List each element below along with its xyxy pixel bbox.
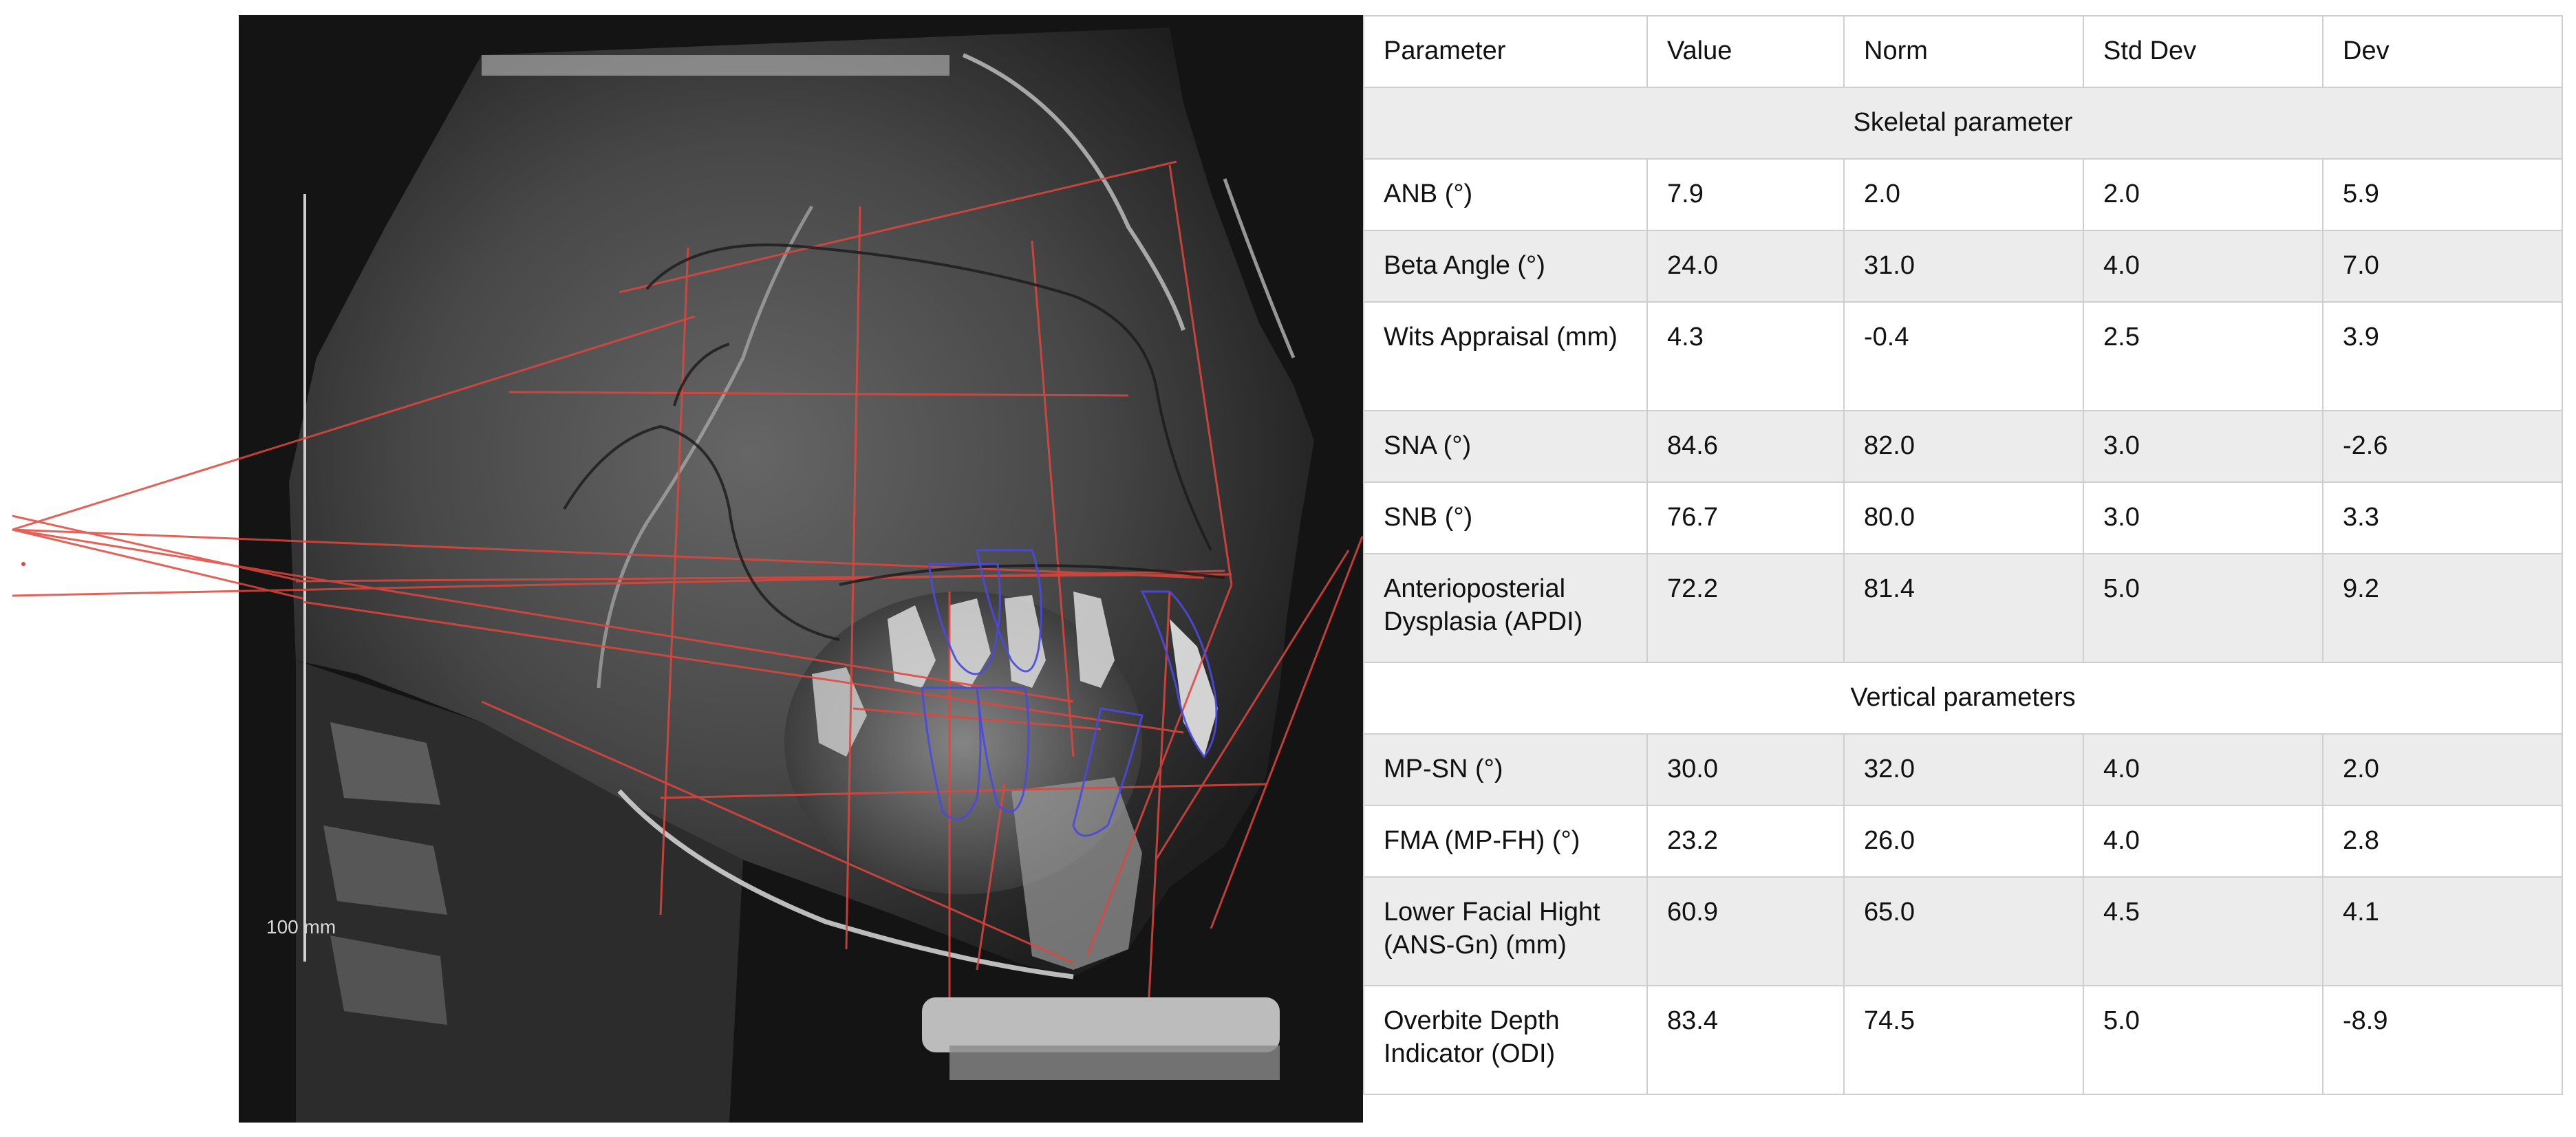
parameter-std-dev: 4.0 <box>2083 733 2323 806</box>
parameter-name: Beta Angle (°) <box>1363 230 1648 303</box>
parameter-name: ANB (°) <box>1363 158 1648 231</box>
parameter-norm: 31.0 <box>1843 230 2084 303</box>
parameter-value: 7.9 <box>1646 158 1845 231</box>
parameter-value: 83.4 <box>1646 985 1845 1095</box>
parameter-std-dev: 5.0 <box>2083 553 2323 663</box>
column-header-value: Value <box>1646 15 1845 88</box>
table-row: Overbite Depth Indicator (ODI) 83.4 74.5… <box>1363 985 2563 1095</box>
column-header-norm: Norm <box>1843 15 2084 88</box>
parameter-dev: 5.9 <box>2322 158 2563 231</box>
parameter-name: SNA (°) <box>1363 410 1648 483</box>
parameter-norm: -0.4 <box>1843 301 2084 411</box>
parameter-name: FMA (MP-FH) (°) <box>1363 805 1648 878</box>
parameter-name: Anterioposterial Dysplasia (APDI) <box>1363 553 1648 663</box>
parameter-std-dev: 4.0 <box>2083 805 2323 878</box>
table-row: SNB (°) 76.7 80.0 3.0 3.3 <box>1363 481 2563 554</box>
parameter-std-dev: 2.0 <box>2083 158 2323 231</box>
parameter-std-dev: 4.0 <box>2083 230 2323 303</box>
parameter-name: Overbite Depth Indicator (ODI) <box>1363 985 1648 1095</box>
parameter-dev: 2.8 <box>2322 805 2563 878</box>
parameter-dev: 9.2 <box>2322 553 2563 663</box>
parameter-value: 23.2 <box>1646 805 1845 878</box>
parameter-norm: 32.0 <box>1843 733 2084 806</box>
table-header-row: Parameter Value Norm Std Dev Dev <box>1363 15 2563 88</box>
table-row: ANB (°) 7.9 2.0 2.0 5.9 <box>1363 158 2563 231</box>
parameter-std-dev: 3.0 <box>2083 410 2323 483</box>
parameter-name: SNB (°) <box>1363 481 1648 554</box>
column-header-parameter: Parameter <box>1363 15 1648 88</box>
parameter-std-dev: 5.0 <box>2083 985 2323 1095</box>
parameter-value: 84.6 <box>1646 410 1845 483</box>
parameter-value: 72.2 <box>1646 553 1845 663</box>
parameter-std-dev: 3.0 <box>2083 481 2323 554</box>
parameter-dev: -2.6 <box>2322 410 2563 483</box>
scale-label: 100 mm <box>266 916 336 938</box>
table-row: Wits Appraisal (mm) 4.3 -0.4 2.5 3.9 <box>1363 301 2563 411</box>
cephalometric-xray-viewer[interactable] <box>239 15 1363 1123</box>
section-header-row: Skeletal parameter <box>1363 87 2563 160</box>
table-row: SNA (°) 84.6 82.0 3.0 -2.6 <box>1363 410 2563 483</box>
parameter-value: 4.3 <box>1646 301 1845 411</box>
cephalometric-parameter-table: Parameter Value Norm Std Dev Dev Skeleta… <box>1363 15 2563 1095</box>
parameter-std-dev: 4.5 <box>2083 876 2323 986</box>
table-row: Beta Angle (°) 24.0 31.0 4.0 7.0 <box>1363 230 2563 303</box>
parameter-name: Wits Appraisal (mm) <box>1363 301 1648 411</box>
section-title: Vertical parameters <box>1363 662 2563 735</box>
column-header-dev: Dev <box>2322 15 2563 88</box>
table-row: MP-SN (°) 30.0 32.0 4.0 2.0 <box>1363 733 2563 806</box>
parameter-norm: 81.4 <box>1843 553 2084 663</box>
parameter-norm: 2.0 <box>1843 158 2084 231</box>
parameter-name: MP-SN (°) <box>1363 733 1648 806</box>
parameter-value: 60.9 <box>1646 876 1845 986</box>
column-header-std-dev: Std Dev <box>2083 15 2323 88</box>
parameter-norm: 65.0 <box>1843 876 2084 986</box>
table-row: FMA (MP-FH) (°) 23.2 26.0 4.0 2.8 <box>1363 805 2563 878</box>
parameter-norm: 74.5 <box>1843 985 2084 1095</box>
parameter-dev: 3.3 <box>2322 481 2563 554</box>
parameter-dev: -8.9 <box>2322 985 2563 1095</box>
table-row: Lower Facial Hight (ANS-Gn) (mm) 60.9 65… <box>1363 876 2563 986</box>
table-row: Anterioposterial Dysplasia (APDI) 72.2 8… <box>1363 553 2563 663</box>
parameter-std-dev: 2.5 <box>2083 301 2323 411</box>
parameter-norm: 80.0 <box>1843 481 2084 554</box>
parameter-dev: 3.9 <box>2322 301 2563 411</box>
parameter-norm: 26.0 <box>1843 805 2084 878</box>
parameter-dev: 4.1 <box>2322 876 2563 986</box>
parameter-value: 30.0 <box>1646 733 1845 806</box>
section-title: Skeletal parameter <box>1363 87 2563 160</box>
parameter-dev: 7.0 <box>2322 230 2563 303</box>
parameter-norm: 82.0 <box>1843 410 2084 483</box>
parameter-value: 76.7 <box>1646 481 1845 554</box>
parameter-value: 24.0 <box>1646 230 1845 303</box>
section-header-row: Vertical parameters <box>1363 662 2563 735</box>
parameter-dev: 2.0 <box>2322 733 2563 806</box>
parameter-name: Lower Facial Hight (ANS-Gn) (mm) <box>1363 876 1648 986</box>
